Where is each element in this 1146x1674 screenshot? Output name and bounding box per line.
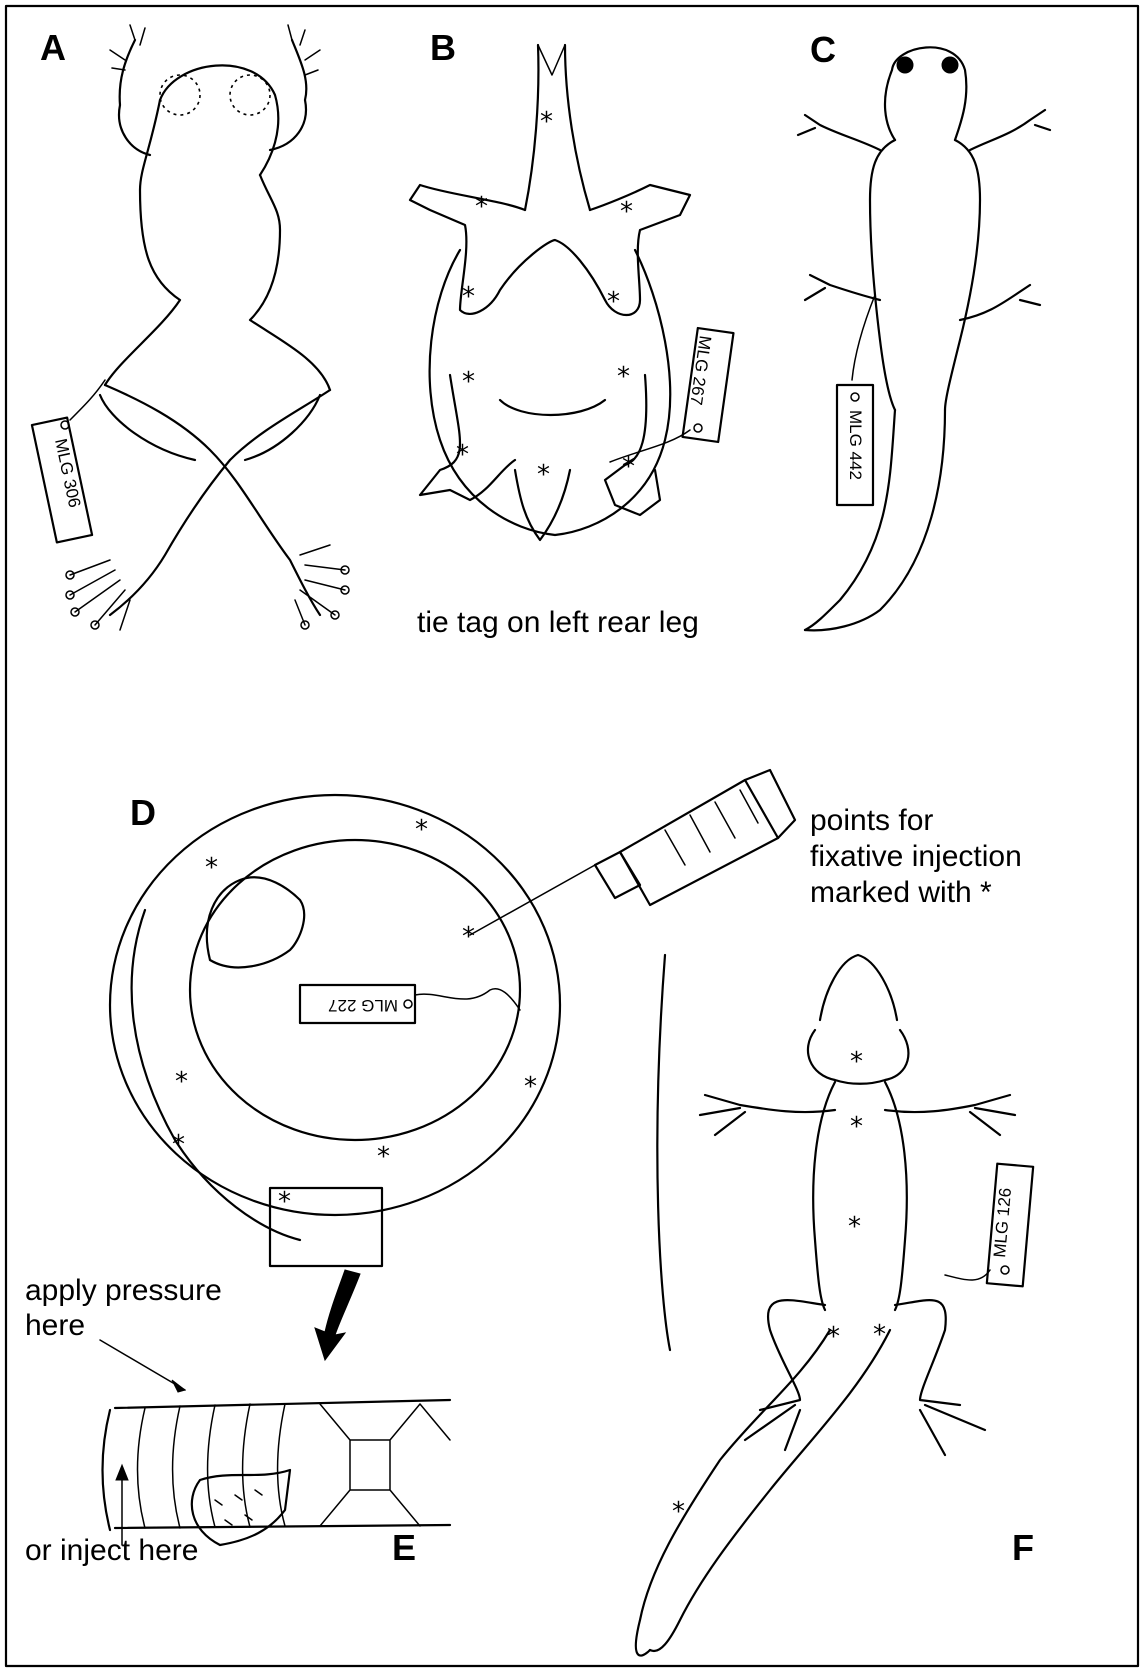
injection-note-line1: points for bbox=[810, 804, 933, 837]
pressure-note-line2: here bbox=[25, 1309, 85, 1342]
marker: * bbox=[617, 362, 630, 392]
panel-c-salamander: C MLG 442 bbox=[798, 29, 1050, 630]
panel-a-letter: A bbox=[40, 27, 66, 68]
hemipenis bbox=[192, 1470, 290, 1545]
marker: * bbox=[850, 1112, 863, 1142]
marker: * bbox=[278, 1187, 291, 1217]
marker: * bbox=[873, 1320, 886, 1350]
panel-e-letter: E bbox=[392, 1527, 416, 1568]
panel-d-letter: D bbox=[130, 792, 156, 833]
frog-head bbox=[160, 65, 278, 175]
panel-b-turtle: B MLG 267 tie tag on left rear leg bbox=[410, 27, 733, 639]
panel-b-caption: tie tag on left rear leg bbox=[417, 606, 699, 639]
marker: * bbox=[827, 1322, 840, 1352]
syringe-barrel bbox=[620, 780, 778, 905]
inject-note: or inject here bbox=[25, 1534, 198, 1567]
zoom-arrow bbox=[315, 1270, 360, 1360]
marker: * bbox=[622, 452, 635, 482]
tag-c-label: MLG 442 bbox=[846, 410, 865, 480]
tag-b-label: MLG 267 bbox=[686, 334, 715, 406]
panel-f-letter: F bbox=[1012, 1527, 1034, 1568]
panel-c-letter: C bbox=[810, 29, 836, 70]
marker: * bbox=[850, 1047, 863, 1077]
injection-markers: * * * * * * * * * * * * * * * * * * * * … bbox=[172, 107, 886, 1527]
marker: * bbox=[377, 1142, 390, 1172]
marker: * bbox=[462, 282, 475, 312]
marker: * bbox=[205, 853, 218, 883]
marker: * bbox=[475, 192, 488, 222]
panel-b-letter: B bbox=[430, 27, 456, 68]
marker: * bbox=[462, 922, 475, 952]
panel-e-detail: E apply pressure here or inject here bbox=[25, 1274, 450, 1568]
figure-frame bbox=[6, 6, 1138, 1666]
marker: * bbox=[540, 107, 553, 137]
marker: * bbox=[415, 815, 428, 845]
injection-note-line3: marked with * bbox=[810, 876, 992, 909]
marker: * bbox=[175, 1067, 188, 1097]
marker: * bbox=[607, 287, 620, 317]
marker: * bbox=[537, 460, 550, 490]
marker: * bbox=[620, 197, 633, 227]
marker: * bbox=[462, 367, 475, 397]
panel-a-frog: A MLG 306 bbox=[32, 25, 349, 630]
panel-f-lizard: F MLG 126 bbox=[636, 955, 1034, 1656]
injection-note-line2: fixative injection bbox=[810, 840, 1022, 873]
marker: * bbox=[456, 440, 469, 470]
marker: * bbox=[848, 1212, 861, 1242]
pressure-arrow bbox=[100, 1340, 185, 1390]
syringe-needle bbox=[470, 865, 595, 935]
marker: * bbox=[172, 1130, 185, 1160]
pressure-note-line1: apply pressure bbox=[25, 1274, 222, 1307]
tag-d-label: MLG 227 bbox=[328, 996, 398, 1015]
marker: * bbox=[524, 1072, 537, 1102]
marker: * bbox=[672, 1497, 685, 1527]
